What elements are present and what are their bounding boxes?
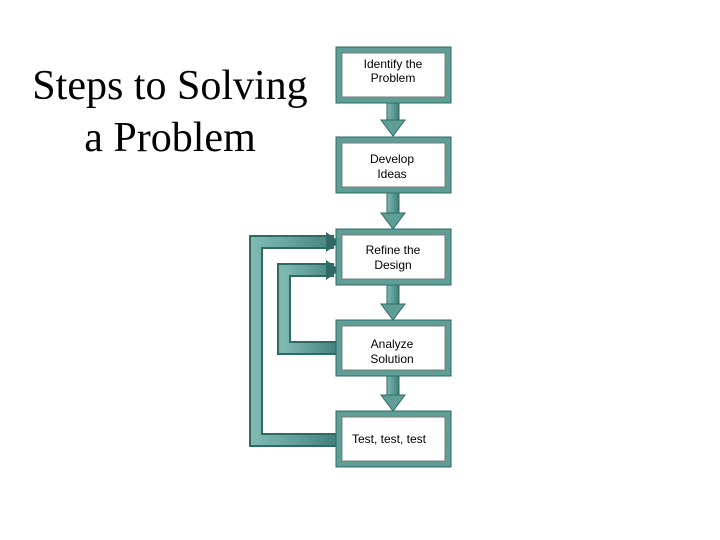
step-label-identify-2: Problem (371, 71, 416, 85)
down-arrow-2 (380, 191, 406, 230)
step-box-analyze: Analyze Solution (335, 319, 452, 377)
loop-arrowhead-outer (326, 232, 340, 252)
step-label-develop-1: Develop (370, 152, 414, 166)
step-box-develop: Develop Ideas (335, 136, 452, 194)
title-line-1: Steps to Solving (32, 63, 308, 109)
slide-title: Steps to Solving a Problem (14, 60, 326, 164)
down-arrow-1 (380, 100, 406, 137)
title-line-2: a Problem (84, 115, 256, 161)
step-label-refine-1: Refine the (366, 243, 421, 257)
step-label-develop-2: Ideas (377, 167, 406, 181)
step-label-analyze-1: Analyze (371, 337, 414, 351)
feedback-loop-inner (277, 260, 340, 355)
down-arrow-3 (380, 282, 406, 321)
step-label-identify-1: Identify the (364, 57, 423, 71)
step-box-refine: Refine the Design (335, 228, 452, 286)
step-label-test-1: Test, test, test (352, 432, 427, 446)
step-box-test: Test, test, test (335, 410, 452, 468)
loop-arrowhead-inner (326, 260, 340, 280)
step-label-analyze-2: Solution (370, 352, 413, 366)
down-arrow-4 (380, 373, 406, 412)
step-label-refine-2: Design (374, 258, 411, 272)
step-box-identify: Identify the Problem (335, 46, 452, 104)
feedback-loop-outer (249, 232, 340, 447)
